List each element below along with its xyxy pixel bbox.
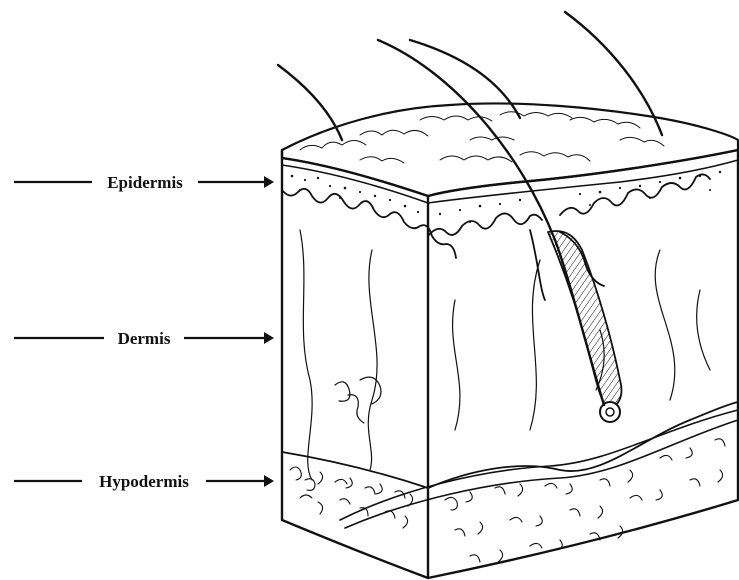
- hypodermis-boundary-left: [282, 452, 428, 488]
- epidermis-arrowhead: [264, 176, 274, 188]
- block-left-face: [282, 150, 428, 578]
- hypodermis-label: Hypodermis: [99, 472, 189, 491]
- hypodermis-arrowhead: [264, 475, 274, 487]
- epidermis-pointer: Epidermis: [14, 173, 274, 192]
- skin-cross-section: [278, 12, 738, 578]
- dermis-label: Dermis: [118, 329, 171, 348]
- epidermis-wavy-left: [282, 189, 456, 258]
- hypodermis-pointer: Hypodermis: [14, 472, 274, 491]
- blood-vessel-1: [340, 410, 738, 520]
- hair-strand-2: [378, 40, 604, 405]
- dermis-pointer: Dermis: [14, 329, 274, 348]
- hypodermis-fat: [290, 439, 725, 562]
- dermis-fibers: [300, 230, 710, 480]
- hair-follicle: [548, 231, 622, 410]
- dermis-arrowhead: [264, 332, 274, 344]
- epidermis-label: Epidermis: [107, 173, 183, 192]
- blood-vessel-2: [345, 420, 738, 528]
